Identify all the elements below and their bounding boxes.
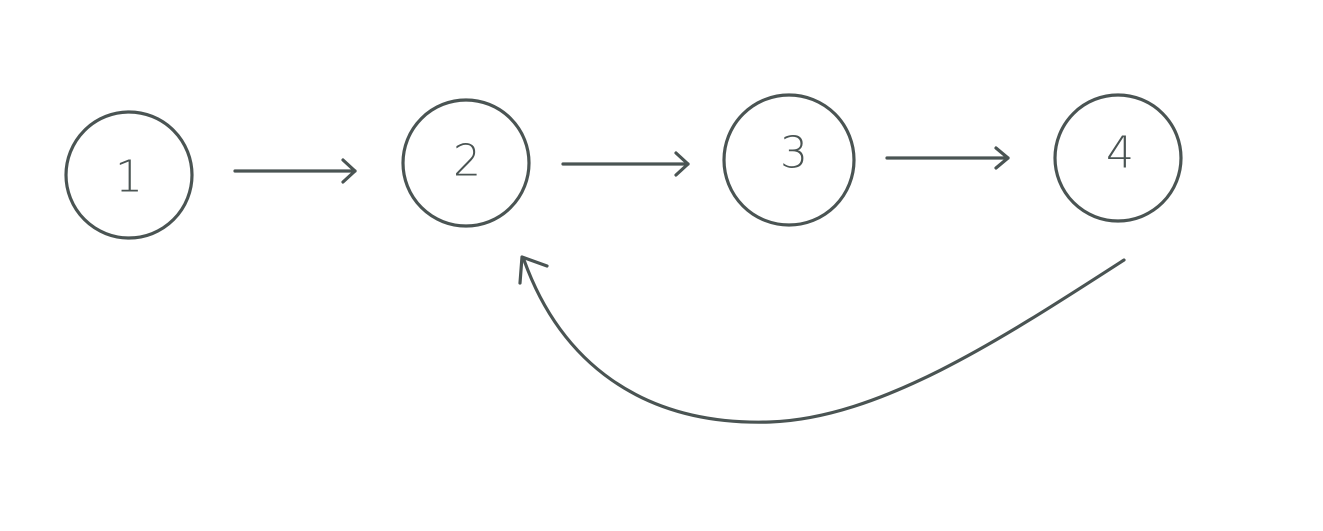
node-3-circle xyxy=(722,93,856,227)
edge-4-to-2-arrowhead xyxy=(518,255,549,285)
node-2-label: 2 xyxy=(453,136,481,187)
edge-2-to-3-arrowhead xyxy=(674,151,690,177)
node-4-label: 4 xyxy=(1106,128,1134,179)
edge-1-to-2 xyxy=(233,158,357,184)
edge-2-to-3 xyxy=(561,151,690,177)
node-2-circle xyxy=(401,98,531,228)
node-1: 1 xyxy=(64,110,194,240)
node-1-circle xyxy=(64,110,194,240)
edge-4-to-2 xyxy=(518,255,1126,424)
node-4: 4 xyxy=(1053,93,1183,223)
node-3: 3 xyxy=(722,93,856,227)
edge-1-to-2-arrowhead xyxy=(341,158,357,184)
node-2: 2 xyxy=(401,98,531,228)
node-4-circle xyxy=(1053,93,1183,223)
node-3-label: 3 xyxy=(780,128,808,179)
edge-3-to-4 xyxy=(885,146,1010,170)
edge-3-to-4-arrowhead xyxy=(994,146,1010,170)
edge-4-to-2-line xyxy=(522,258,1126,424)
node-1-label: 1 xyxy=(115,152,143,203)
